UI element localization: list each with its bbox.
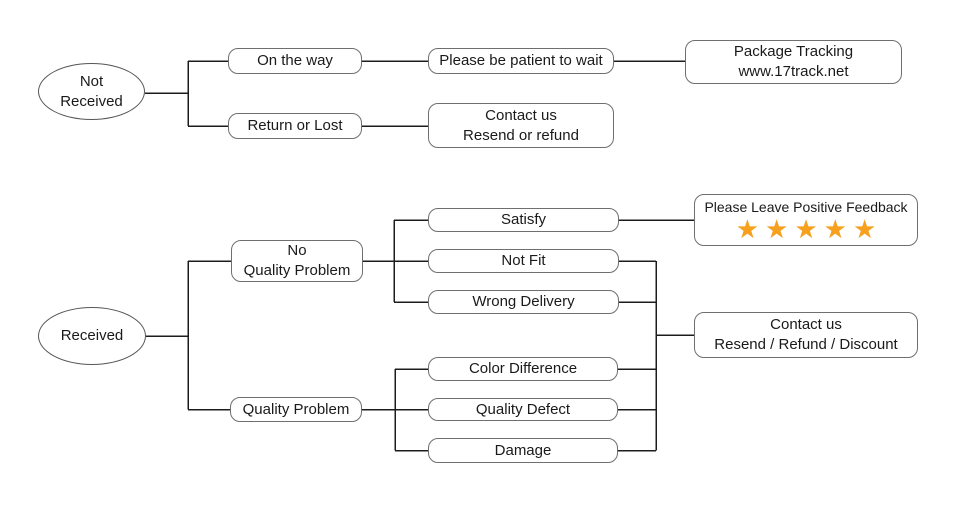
node-not-fit: Not Fit bbox=[428, 249, 619, 273]
node-quality-problem: Quality Problem bbox=[230, 397, 362, 422]
node-contact-us-resend-refund-discount: Contact us Resend / Refund / Discount bbox=[694, 312, 918, 358]
node-received: Received bbox=[38, 307, 146, 365]
node-contact-us-resend-or-refund: Contact us Resend or refund bbox=[428, 103, 614, 148]
node-damage: Damage bbox=[428, 438, 618, 463]
node-on-the-way: On the way bbox=[228, 48, 362, 74]
node-package-tracking: Package Tracking www.17track.net bbox=[685, 40, 902, 84]
edge-collector-contact bbox=[618, 260, 694, 452]
node-please-be-patient: Please be patient to wait bbox=[428, 48, 614, 74]
node-quality-defect: Quality Defect bbox=[428, 398, 618, 421]
edge-received-junction bbox=[146, 260, 231, 411]
node-color-difference: Color Difference bbox=[428, 357, 618, 381]
positive-feedback-label: Please Leave Positive Feedback bbox=[704, 198, 908, 215]
five-star-rating-icon: ★★★★★ bbox=[735, 214, 883, 245]
edge-not-received-junction bbox=[145, 60, 228, 127]
node-not-received: Not Received bbox=[38, 63, 145, 120]
node-return-or-lost: Return or Lost bbox=[228, 113, 362, 139]
edge-no-quality-fanout bbox=[363, 219, 428, 303]
edge-quality-fanout bbox=[362, 368, 428, 452]
node-positive-feedback: Please Leave Positive Feedback ★★★★★ bbox=[694, 194, 918, 246]
node-wrong-delivery: Wrong Delivery bbox=[428, 290, 619, 314]
node-no-quality-problem: No Quality Problem bbox=[231, 240, 363, 282]
node-satisfy: Satisfy bbox=[428, 208, 619, 232]
